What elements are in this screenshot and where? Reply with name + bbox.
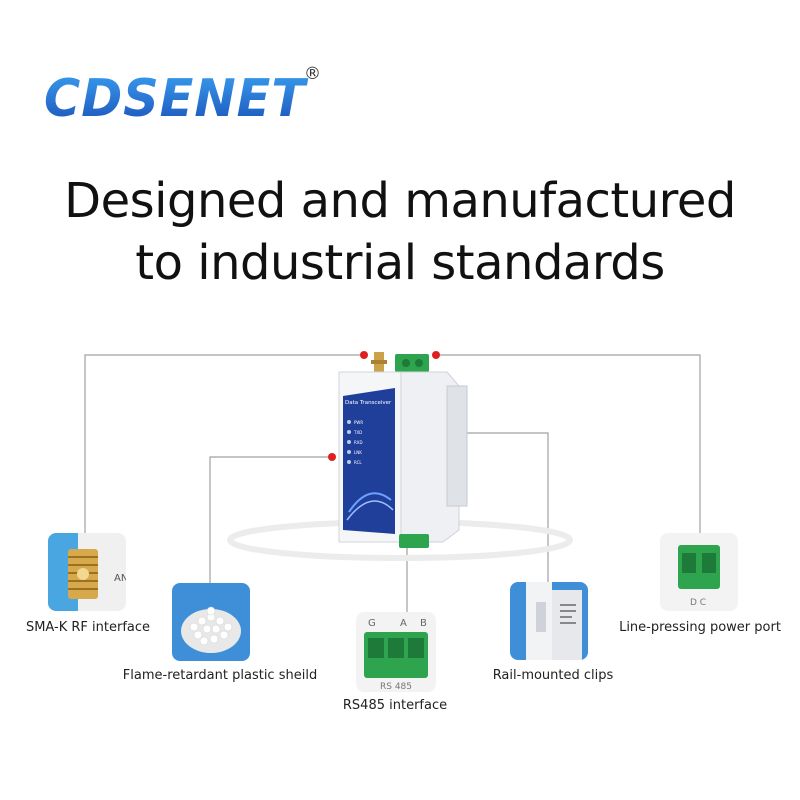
data-transceiver-device: Data Transceiver PWR TXD RXD LNK RCL	[325, 352, 475, 550]
sma-thumb-text: AN	[114, 573, 126, 584]
top-terminal-icon	[395, 354, 429, 372]
device-label: Data Transceiver	[345, 400, 392, 406]
headline: Designed and manufactured to industrial …	[0, 170, 800, 294]
caption-sma: SMA-K RF interface	[25, 620, 151, 635]
sma-thumbnail: AN	[48, 533, 126, 611]
rail-clip-icon	[526, 582, 582, 660]
caption-rail: Rail-mounted clips	[492, 668, 614, 683]
rs485-pin-b: B	[420, 618, 427, 629]
plastic-thumbnail	[172, 583, 250, 661]
led-label-rxd: RXD	[354, 440, 363, 445]
callout-line-sma	[84, 354, 364, 540]
rs485-thumb-text: RS 485	[380, 682, 412, 692]
rs485-thumbnail: G A B RS 485	[356, 612, 436, 692]
led-label-rcl: RCL	[354, 460, 362, 465]
caption-shield: Flame-retardant plastic sheild	[122, 668, 318, 683]
registered-mark: ®	[304, 64, 321, 84]
bottom-terminal-icon	[399, 534, 429, 548]
power-thumb-text: D C	[690, 598, 706, 608]
led-label-txd: TXD	[353, 430, 362, 435]
callout-line-power	[436, 354, 701, 534]
led-label-lnk: LNK	[354, 450, 362, 455]
headline-line-2: to industrial standards	[135, 235, 665, 291]
caption-power: Line-pressing power port	[619, 620, 781, 635]
headline-line-1: Designed and manufactured	[64, 173, 736, 229]
led-label-pwr: PWR	[354, 420, 363, 425]
rs485-pin-g: G	[368, 618, 376, 629]
rs485-pin-a: A	[400, 618, 407, 629]
callout-line-shield	[209, 456, 332, 586]
brand-logo: CDSENET	[42, 66, 312, 126]
rail-thumbnail	[510, 582, 588, 660]
caption-rs485: RS485 interface	[342, 698, 448, 713]
logo-text: CDSENET	[44, 69, 308, 126]
power-thumbnail: D C	[660, 533, 738, 611]
plastic-pellets-icon	[181, 606, 241, 653]
